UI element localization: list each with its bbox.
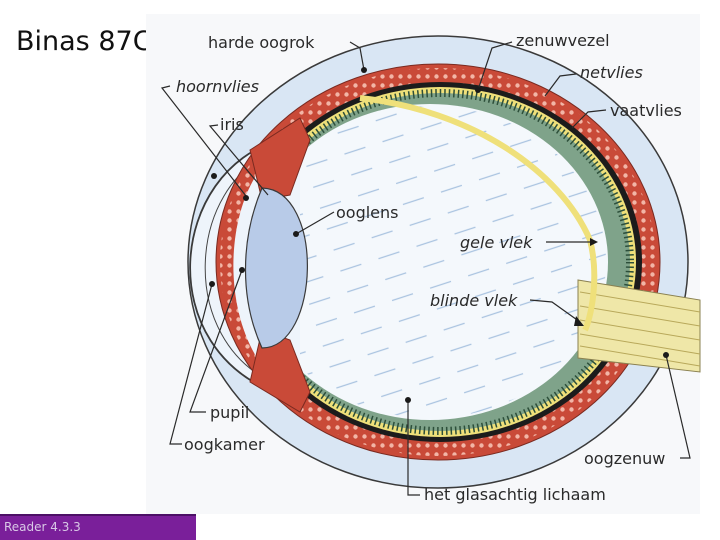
optic-nerve-fibers xyxy=(579,291,701,367)
label-oogzenuw: oogzenuw xyxy=(584,449,665,468)
label-hoornvlies: hoornvlies xyxy=(176,77,259,96)
lens xyxy=(244,187,308,349)
vitreous-dashes xyxy=(254,106,606,418)
gele-vlek-arrowhead xyxy=(590,238,598,246)
blinde-vlek-arrowhead xyxy=(574,316,584,326)
retina-stripes xyxy=(246,89,634,435)
label-netvlies: netvlies xyxy=(580,63,643,82)
footer-bar: Reader 4.3.3 xyxy=(0,514,196,540)
label-pupil: pupil xyxy=(210,403,249,422)
label-gele-vlek: gele vlek xyxy=(460,233,533,252)
nerve-fiber-band xyxy=(359,95,598,332)
label-harde-oogrok: harde oogrok xyxy=(208,33,315,52)
label-glasachtig: het glasachtig lichaam xyxy=(424,485,606,504)
label-oogkamer: oogkamer xyxy=(184,435,265,454)
label-zenuwvezel: zenuwvezel xyxy=(516,31,610,50)
label-ooglens: ooglens xyxy=(336,203,399,222)
label-blinde-vlek: blinde vlek xyxy=(430,291,518,310)
label-iris: iris xyxy=(220,115,244,134)
slide-title: Binas 87C xyxy=(16,26,152,57)
leader-dots xyxy=(209,67,669,403)
footer-text: Reader 4.3.3 xyxy=(4,520,81,534)
leader-lines xyxy=(160,41,691,496)
label-vaatvlies: vaatvlies xyxy=(610,101,682,120)
